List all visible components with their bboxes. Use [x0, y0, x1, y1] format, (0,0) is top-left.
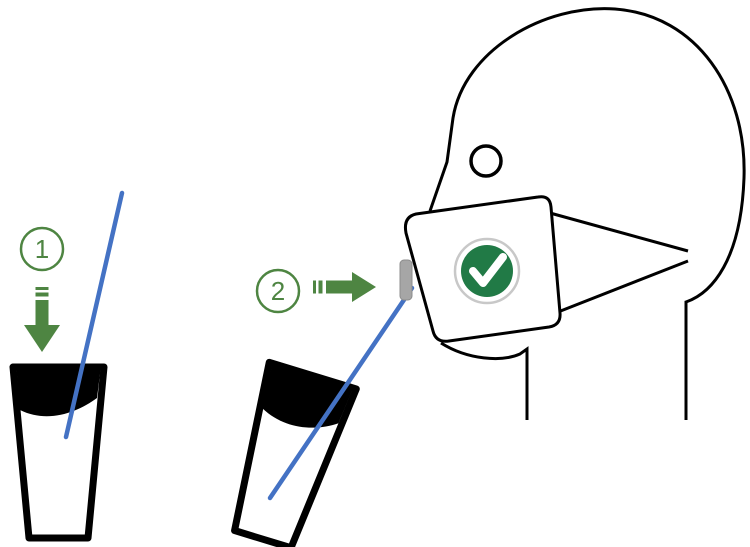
head-profile [404, 7, 746, 420]
check-badge [453, 237, 521, 305]
eye-icon [469, 144, 503, 178]
step-2-number-circle [255, 268, 301, 314]
swab-stick-2 [267, 285, 415, 501]
head-outline [428, 7, 746, 420]
striped-right-arrow-icon [313, 272, 376, 302]
step-2-number: 2 [271, 276, 285, 306]
step-1-number-circle [19, 226, 65, 272]
step-1: 1 [9, 226, 108, 542]
check-badge-circle [461, 245, 513, 297]
specimen-cup-2 [231, 358, 360, 547]
gray-nose-entry-tab [399, 259, 413, 301]
swab-stick-1 [63, 190, 125, 440]
striped-down-arrow-icon [24, 287, 60, 352]
chin-neck-outline [440, 341, 529, 420]
checkmark-icon [469, 253, 507, 287]
step-2: 2 [231, 268, 376, 547]
step-1-number: 1 [35, 234, 49, 264]
mask-strap-top [549, 211, 689, 253]
specimen-cup-1 [9, 363, 108, 542]
mask-strap-bottom [557, 259, 689, 314]
